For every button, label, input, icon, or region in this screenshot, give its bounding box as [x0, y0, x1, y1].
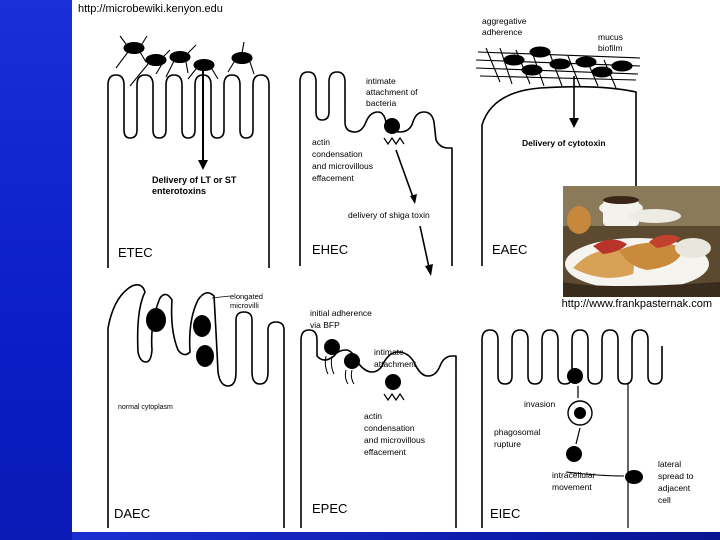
ehec-delivery-text: delivery of shiga toxin: [348, 210, 430, 220]
ehec-actin-1: actin: [312, 137, 330, 147]
epec-actin-2: condensation: [364, 423, 415, 433]
eiec-lateral-4: cell: [658, 495, 671, 505]
epec-cell-outline: [300, 329, 457, 528]
eiec-lateral-3: adjacent: [658, 483, 691, 493]
epec-actin-1: actin: [364, 411, 382, 421]
etec-text-1: Delivery of LT or ST: [152, 175, 237, 185]
daec-label: DAEC: [114, 506, 150, 521]
eiec-invasion: invasion: [524, 399, 555, 409]
eiec-lateral-2: spread to: [658, 471, 694, 481]
breakfast-photo: [563, 186, 720, 297]
etec-cell-outline: [107, 74, 270, 268]
daec-cytoplasm: normal cytoplasm: [118, 404, 173, 411]
ehec-toxin-arrow: [419, 225, 431, 273]
ehec-attach-3: bacteria: [366, 98, 397, 108]
eaec-delivery-text: Delivery of cytotoxin: [522, 138, 606, 148]
daec-elongated-2: microvilli: [230, 301, 259, 310]
eaec-mucus-2: biofilm: [598, 43, 623, 53]
ecoli-pathotypes-diagram: Delivery of LT or ST enterotoxins ETEC i…: [107, 16, 694, 528]
epec-actin-3: and microvillous: [364, 435, 425, 445]
eaec-cell-outline: [481, 85, 637, 266]
eiec-lateral-1: lateral: [658, 459, 681, 469]
ehec-actin-2: condensation: [312, 149, 363, 159]
epec-intimate-2: attachment: [374, 359, 417, 369]
eaec-mucus-biofilm: [475, 46, 641, 89]
eaec-aggregative-2: adherence: [482, 27, 522, 37]
source-caption-photo: http://www.frankpasternak.com: [559, 298, 714, 310]
epec-intimate-1: intimate: [374, 347, 404, 357]
ehec-bacterium: [383, 118, 405, 146]
epec-initial-1: initial adherence: [310, 308, 372, 318]
epec-label: EPEC: [312, 501, 347, 516]
eiec-bacteria: [565, 368, 643, 484]
slide-bottom-strip: [72, 532, 720, 540]
eaec-label: EAEC: [492, 242, 527, 257]
eiec-phago-2: rupture: [494, 439, 521, 449]
etec-bacteria: [115, 35, 255, 87]
daec-elongated-1: elongated: [230, 292, 263, 301]
epec-bacteria: [324, 339, 405, 402]
epec-initial-2: via BFP: [310, 320, 340, 330]
ehec-attach-1: intimate: [366, 76, 396, 86]
slide-side-bar: [0, 0, 72, 540]
ehec-label: EHEC: [312, 242, 348, 257]
eiec-phago-1: phagosomal: [494, 427, 540, 437]
ehec-actin-3: and microvillous: [312, 161, 373, 171]
eaec-aggregative-1: aggregative: [482, 16, 527, 26]
eiec-intra-2: movement: [552, 482, 592, 492]
daec-bacteria: [146, 308, 214, 367]
eiec-label: EIEC: [490, 506, 520, 521]
epec-actin-4: effacement: [364, 447, 407, 457]
ehec-cell-outline: [299, 71, 453, 266]
etec-label: ETEC: [118, 245, 153, 260]
eiec-cell-outline: [481, 329, 663, 528]
etec-text-2: enterotoxins: [152, 186, 206, 196]
ehec-delivery-arrow: [395, 149, 415, 201]
ehec-actin-4: effacement: [312, 173, 355, 183]
daec-cell-outline: [107, 284, 285, 528]
ehec-attach-2: attachment of: [366, 87, 418, 97]
eiec-intra-1: intracellular: [552, 470, 596, 480]
source-caption-top: http://microbewiki.kenyon.edu: [78, 3, 223, 15]
eaec-mucus-1: mucus: [598, 32, 623, 42]
